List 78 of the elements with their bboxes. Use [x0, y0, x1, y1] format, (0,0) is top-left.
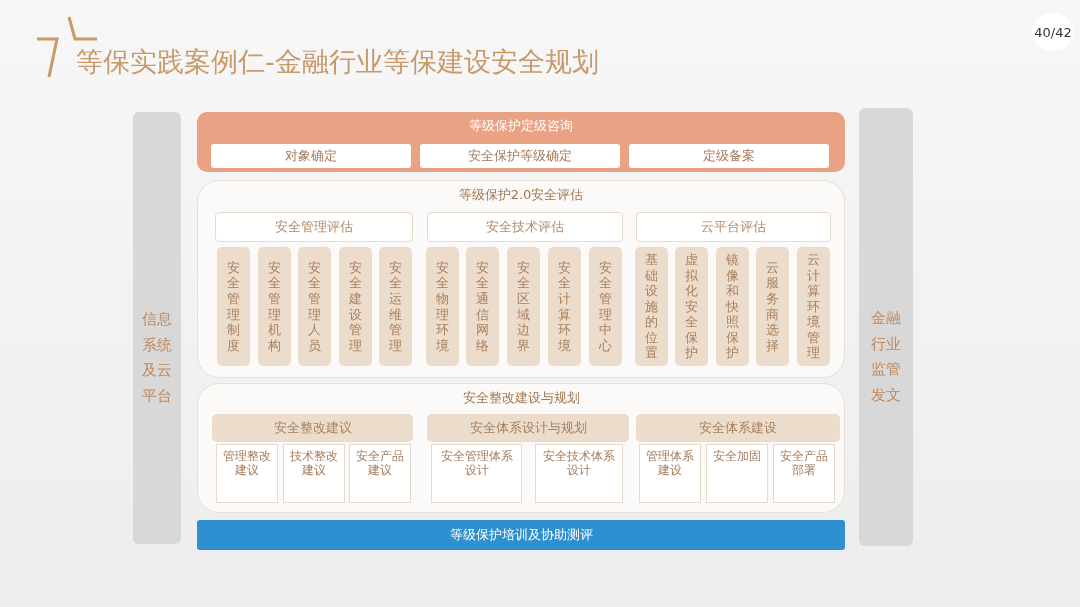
page-number: 40/42: [1032, 13, 1074, 51]
item-label: 安全物理环境: [435, 259, 450, 354]
item-column: [548, 247, 581, 366]
category-card: [215, 212, 413, 242]
item-label: 安全技术体系设计: [542, 449, 616, 478]
category-label: 安全整改建议: [273, 420, 352, 436]
section-panel: [197, 383, 845, 513]
category-card: [427, 414, 629, 442]
item-column: [589, 247, 622, 366]
item-column: [466, 247, 499, 366]
item-label: 云计算环境管理: [806, 251, 821, 362]
item-label: 安全管理制度: [226, 259, 241, 354]
item-card: [211, 144, 411, 168]
item-label: 镜像和快照保护: [725, 251, 740, 362]
item-column: [675, 247, 708, 366]
item-label: 技术整改建议: [289, 449, 339, 478]
item-column: [716, 247, 749, 366]
item-column: [426, 247, 459, 366]
item-column: [756, 247, 789, 366]
item-card: [629, 144, 829, 168]
category-card: [636, 212, 831, 242]
item-column: [635, 247, 668, 366]
item-label: 安全产品部署: [779, 449, 829, 478]
slide-title: 等保实践案例仁-金融行业等保建设安全规划: [76, 45, 599, 79]
item-label: 安全建设管理: [348, 259, 363, 354]
category-label: 安全体系设计与规划: [469, 420, 587, 436]
panel-label: 金融行业监管发文: [870, 308, 902, 406]
item-label: 管理整改建议: [222, 449, 272, 478]
section-heading: 安全整改建设与规划: [462, 390, 580, 406]
item-column: [507, 247, 540, 366]
item-label: 安全加固: [713, 449, 761, 464]
category-card: [427, 212, 623, 242]
item-column: [379, 247, 412, 366]
section-heading: 等级保护2.0安全评估: [458, 187, 584, 203]
category-label: 安全体系建设: [699, 420, 777, 436]
side-panel: [859, 108, 913, 546]
item-label: 云服务商选择: [765, 259, 780, 354]
category-label: 云平台评估: [701, 219, 766, 235]
item-column: [258, 247, 291, 366]
item-column: [298, 247, 331, 366]
consulting-panel: [197, 112, 845, 172]
item-card: [431, 444, 522, 503]
panel-label: 信息系统及云平台: [141, 309, 173, 407]
item-column: [797, 247, 830, 366]
category-card: [636, 414, 840, 442]
item-label: 管理体系建设: [645, 449, 695, 478]
training-bar: [197, 520, 845, 550]
item-label: 安全通信网络: [475, 259, 490, 354]
item-label: 虚拟化安全保护: [684, 251, 699, 362]
item-label: 安全管理机构: [267, 259, 282, 354]
item-card: [283, 444, 345, 503]
item-card: [349, 444, 411, 503]
item-card: [216, 444, 278, 503]
side-panel: [133, 112, 181, 544]
item-column: [339, 247, 372, 366]
item-label: 安全管理中心: [598, 259, 613, 354]
panel-heading: 等级保护定级咨询: [469, 118, 573, 134]
item-card: [639, 444, 701, 503]
item-card: [535, 444, 623, 503]
item-card: [420, 144, 620, 168]
item-label: 安全管理体系设计: [439, 449, 514, 478]
item-card: [773, 444, 835, 503]
item-label: 基础设施的位置: [644, 251, 659, 362]
item-label: 安全区域边界: [516, 259, 531, 354]
category-label: 安全管理评估: [275, 219, 353, 235]
item-label: 对象确定: [285, 148, 337, 164]
item-label: 安全管理人员: [307, 259, 322, 354]
item-label: 安全运维管理: [388, 259, 403, 354]
category-label: 安全技术评估: [486, 219, 564, 235]
category-card: [212, 414, 413, 442]
item-label: 定级备案: [703, 148, 755, 164]
item-column: [217, 247, 250, 366]
item-label: 安全计算环境: [557, 259, 572, 354]
item-label: 安全产品建议: [355, 449, 405, 478]
bar-label: 等级保护培训及协助测评: [449, 527, 593, 543]
item-card: [706, 444, 768, 503]
section-panel: [197, 180, 845, 378]
item-label: 安全保护等级确定: [468, 148, 572, 164]
